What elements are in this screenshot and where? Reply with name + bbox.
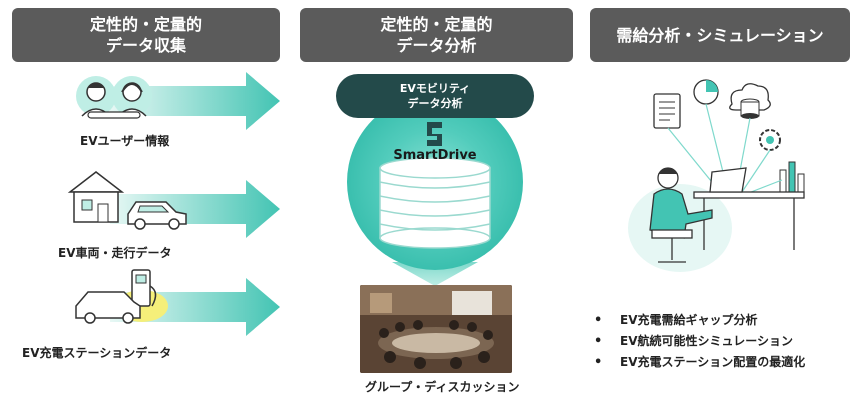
arrow-right-icon (110, 72, 280, 130)
header-supply-demand: 需給分析・シミュレーション (590, 8, 850, 62)
database-icon (347, 94, 523, 286)
header-line2: データ分析 (396, 36, 477, 55)
header-line1: 定性的・定量的 (380, 15, 493, 34)
gear-icon (759, 129, 781, 151)
chart-icon (693, 79, 719, 105)
bubble-line2: データ分析 (407, 97, 463, 110)
header-data-collection: 定性的・定量的 データ収集 (12, 8, 280, 62)
header-line1: 定性的・定量的 (89, 15, 202, 34)
bubble-line1: EVモビリティ (399, 82, 471, 95)
cloud-icon (729, 83, 771, 111)
house-icon (67, 171, 187, 230)
list-item: EV充電ステーション配置の最適化 (594, 352, 805, 373)
caption-ev-user: EVユーザー情報 (80, 134, 170, 148)
header-line1: 需給分析・シミュレーション (616, 25, 824, 45)
charging-station-icon (75, 269, 168, 324)
user-icon (76, 76, 152, 119)
caption-ev-station: EV充電ステーションデータ (22, 346, 172, 360)
ev-mobility-analysis-bubble: EVモビリティ データ分析 (336, 74, 534, 118)
group-discussion-photo (360, 285, 512, 373)
meeting-room-image (360, 285, 512, 373)
person-at-computer-icon (628, 79, 805, 272)
header-data-analysis: 定性的・定量的 データ分析 (300, 8, 573, 62)
document-icon (653, 93, 681, 129)
results-list: EV充電需給ギャップ分析 EV航続可能性シミュレーション EV充電ステーション配… (594, 310, 805, 373)
smartdrive-logo: SmartDrive (393, 148, 477, 163)
car-icon (127, 201, 187, 230)
database-icon (740, 98, 760, 119)
header-line2: データ収集 (105, 36, 186, 55)
list-item: EV航続可能性シミュレーション (594, 331, 805, 352)
caption-ev-vehicle: EV車両・走行データ (58, 246, 172, 260)
list-item: EV充電需給ギャップ分析 (594, 310, 805, 331)
bar-chart-icon (779, 161, 805, 193)
caption-group-discussion: グループ・ディスカッション (365, 380, 520, 394)
